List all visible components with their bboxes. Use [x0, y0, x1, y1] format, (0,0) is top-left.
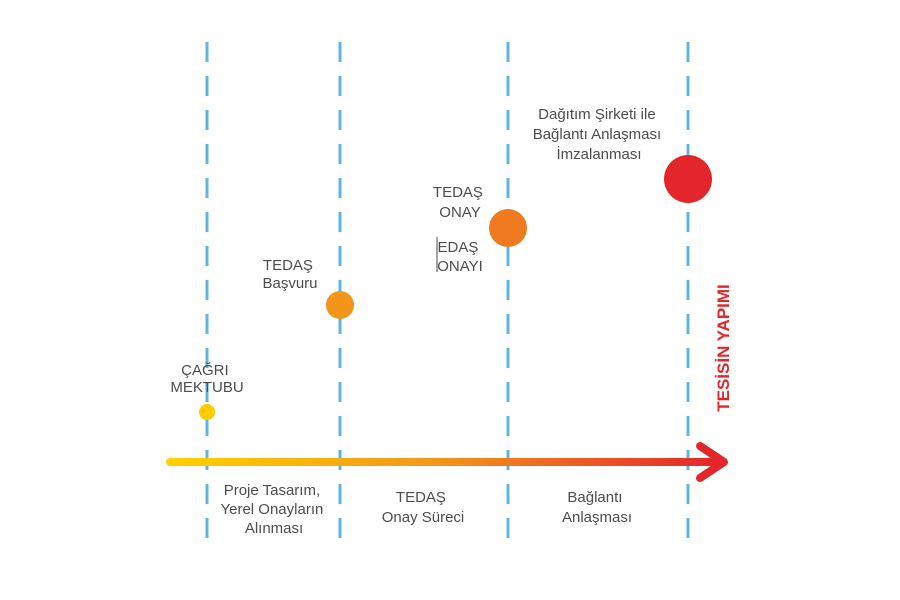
phase-labels: Proje Tasarım, Yerel Onayların Alınması … [220, 482, 632, 537]
milestone-label-edas-onayi: EDAŞ ONAYI [437, 239, 483, 275]
milestone-dot-baglanti-anlasmasi [664, 155, 712, 203]
timeline-arrow [166, 442, 728, 482]
vertical-label-tesisin-yapimi: TESİSİN YAPIMI [714, 284, 733, 412]
milestone-labels: ÇAĞRI MEKTUBU TEDAŞ Başvuru TEDAŞ ONAY E… [170, 106, 666, 396]
milestone-label-tedas-basvuru: TEDAŞ Başvuru [262, 257, 317, 292]
milestone-dot-tedas-basvuru [326, 291, 354, 319]
milestone-label-baglanti-anlasmasi: Dağıtım Şirketi ile Bağlantı Anlaşması İ… [533, 106, 666, 163]
milestone-dot-tedas-onay [489, 209, 527, 247]
phase-label-baglanti-anlasmasi: Bağlantı Anlaşması [562, 489, 632, 526]
milestone-label-tedas-onay: TEDAŞ ONAY [433, 184, 487, 221]
timeline-arrow-head [696, 442, 728, 482]
phase-label-tedas-onay-sureci: TEDAŞ Onay Süreci [382, 489, 465, 526]
milestone-dot-cagri-mektubu [199, 404, 215, 420]
milestone-label-cagri: ÇAĞRI MEKTUBU [170, 362, 243, 396]
milestone-dots [199, 155, 712, 420]
phase-label-proje-tasarim: Proje Tasarım, Yerel Onayların Alınması [220, 482, 327, 537]
